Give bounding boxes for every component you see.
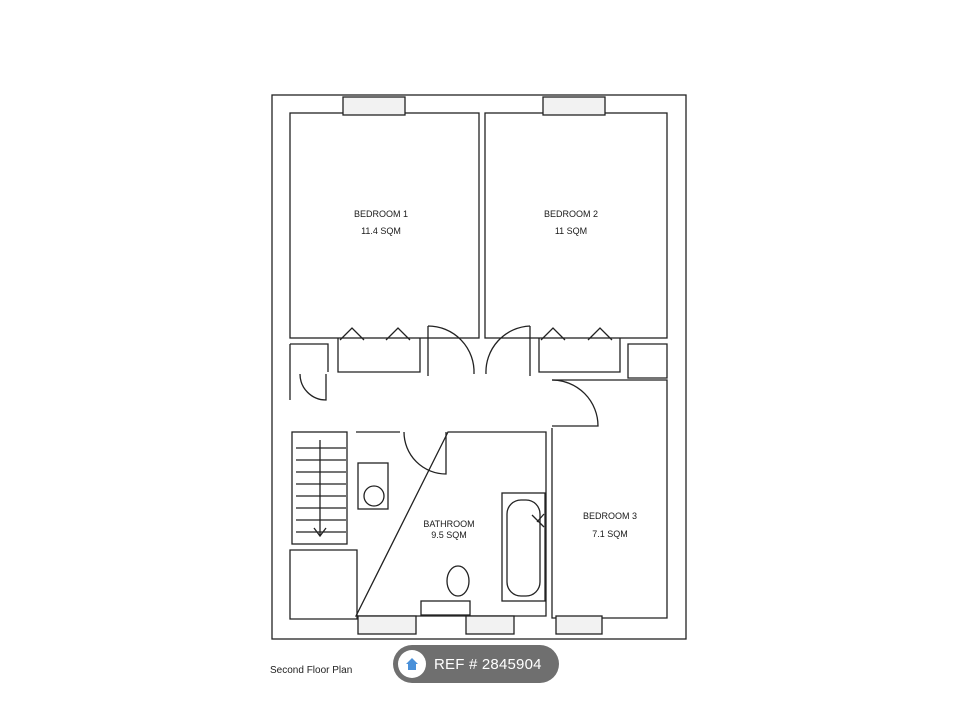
cupboard-right <box>627 343 668 379</box>
toilet-cistern <box>420 600 471 616</box>
wardrobe-2-doors <box>540 327 613 341</box>
window-bedroom-2 <box>542 96 606 116</box>
reference-number: REF # 2845904 <box>434 655 542 673</box>
wardrobe-2 <box>538 338 621 373</box>
stair-arrow <box>313 440 327 538</box>
outer-wall <box>271 94 687 640</box>
staircase <box>291 431 348 545</box>
window-bathroom-1 <box>357 615 417 635</box>
bedroom-1-door <box>427 325 475 376</box>
wardrobe-1-doors <box>339 327 411 341</box>
bedroom-3-name: BEDROOM 3 <box>583 511 637 521</box>
reference-badge: REF # 2845904 <box>393 645 559 683</box>
bedroom-1-area: 11.4 SQM <box>361 226 401 236</box>
storage-box <box>289 549 358 620</box>
bedroom-3-area: 7.1 SQM <box>592 529 628 539</box>
cupboard-left <box>289 343 329 400</box>
bathroom-door <box>403 431 447 475</box>
basin-counter <box>357 462 389 510</box>
bathroom-area: 9.5 SQM <box>431 530 467 540</box>
plan-caption: Second Floor Plan <box>270 665 353 676</box>
bathroom-name: BATHROOM <box>423 519 474 529</box>
window-bathroom-2 <box>465 615 515 635</box>
bathroom-wall <box>354 431 547 617</box>
bath-taps <box>531 513 545 528</box>
bedroom-2-door <box>485 325 531 376</box>
bathtub <box>501 492 546 602</box>
window-bedroom-3 <box>555 615 603 635</box>
bedroom-1-name: BEDROOM 1 <box>354 209 408 219</box>
bedroom-3-wall <box>551 379 668 619</box>
window-bedroom-1 <box>342 96 406 116</box>
home-icon <box>398 650 426 678</box>
wardrobe-1 <box>337 338 421 373</box>
cupboard-door-swing <box>299 373 327 401</box>
toilet <box>446 565 470 597</box>
bedroom-2-name: BEDROOM 2 <box>544 209 598 219</box>
stair-treads <box>296 447 346 533</box>
bedroom-3-door <box>551 379 599 427</box>
bedroom-2-area: 11 SQM <box>555 226 587 236</box>
basin <box>363 485 385 507</box>
bathtub-inner <box>506 499 541 597</box>
